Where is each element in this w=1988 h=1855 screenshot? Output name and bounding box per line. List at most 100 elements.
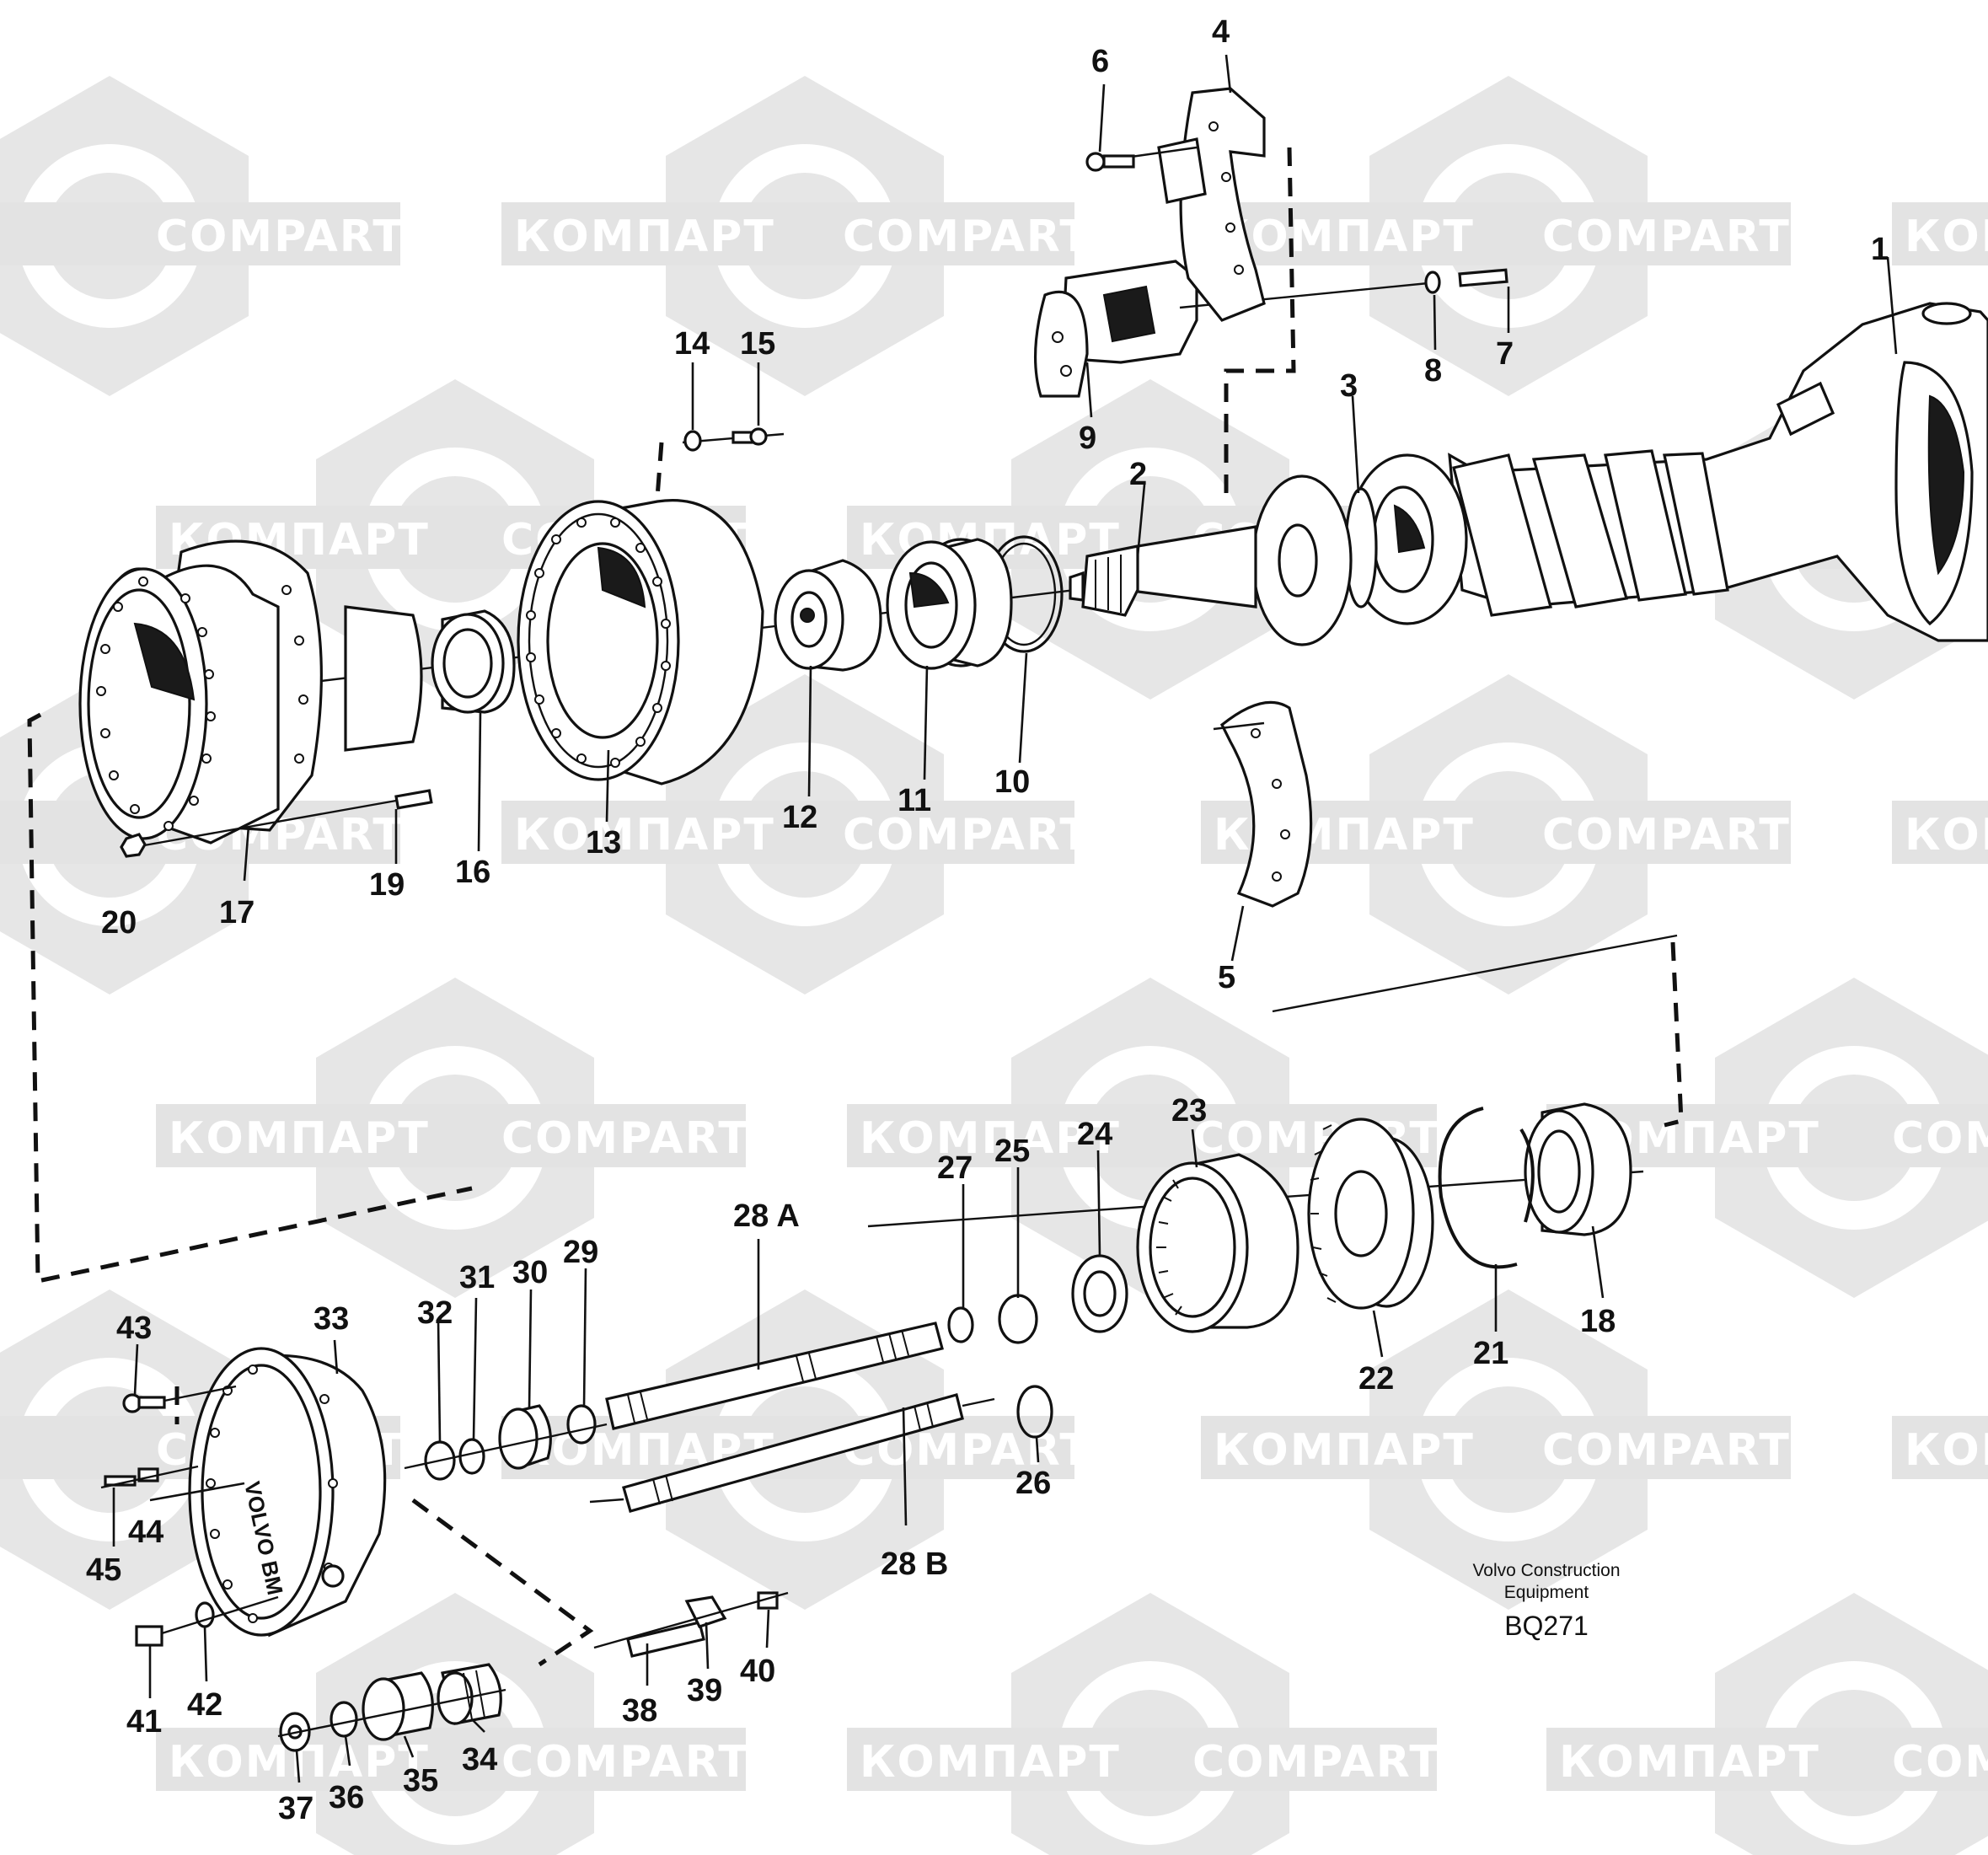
watermark-row-1: COMPART КОМПАРТ COMPART КОМПАРТ COMPART … (0, 202, 1988, 265)
shaft-part-28a (605, 1322, 944, 1430)
gear-hub-part-22 (1307, 1118, 1434, 1310)
lock-nut-part-24 (1071, 1254, 1128, 1333)
bearing-part-16 (431, 609, 516, 714)
bearing-part-12 (774, 559, 882, 672)
nut-part-20 (120, 833, 147, 858)
callout-39: 39 (687, 1673, 722, 1708)
assembly-dashed-lines (27, 147, 1684, 1667)
bracket-part-5 (1219, 700, 1313, 908)
watermark-text: КОМПАРТ (1905, 1425, 1988, 1476)
bolt-part-19 (394, 789, 433, 810)
watermark-text: COMPART (1192, 1737, 1441, 1788)
watermark-row-4: КОМПАРТ COMPART КОМПАРТ COMPART КОМПАРТ … (156, 1104, 1988, 1167)
washer-part-36 (330, 1701, 358, 1738)
callout-26: 26 (1015, 1466, 1051, 1501)
bolt-part-6 (1085, 152, 1106, 172)
callout-1: 1 (1871, 232, 1889, 267)
callout-20: 20 (101, 905, 137, 941)
lower-assembly: VOLVO BM (100, 934, 1678, 1752)
callout-23: 23 (1171, 1093, 1207, 1129)
credit-line-2: Equipment (1504, 1583, 1589, 1602)
cover-part-33: VOLVO BM (188, 1347, 387, 1638)
washer-part-14 (683, 430, 702, 452)
callout-36: 36 (329, 1780, 364, 1815)
circlip-part-25 (998, 1294, 1038, 1344)
wheel-hub-part-13 (517, 499, 764, 785)
washer-part-29 (566, 1404, 597, 1445)
callout-32: 32 (417, 1295, 453, 1331)
callout-35: 35 (403, 1763, 438, 1799)
needle-bearing-part-34 (437, 1663, 502, 1725)
callout-19: 19 (369, 867, 405, 903)
callout-10: 10 (994, 764, 1030, 800)
watermark-text: COMPART (1892, 1113, 1988, 1164)
snap-ring-part-21 (1438, 1107, 1535, 1269)
brake-caliper-part-9 (1033, 260, 1198, 398)
callout-21: 21 (1473, 1336, 1508, 1371)
watermark-text: КОМПАРТ (860, 1737, 1121, 1788)
callout-40: 40 (740, 1654, 775, 1689)
washer-part-8 (1424, 271, 1441, 294)
callout-25: 25 (994, 1134, 1030, 1169)
callout-3: 3 (1340, 368, 1358, 404)
watermark-text: КОМПАРТ (1559, 1737, 1820, 1788)
credit-line-1: Volvo Construction (1472, 1561, 1620, 1580)
watermark-text: COMPART (1892, 1737, 1988, 1788)
callout-37: 37 (278, 1791, 313, 1826)
callout-18: 18 (1580, 1304, 1616, 1339)
callout-30: 30 (512, 1255, 548, 1290)
watermark-text: КОМПАРТ (514, 810, 775, 860)
ring-gear-part-23 (1136, 1153, 1299, 1333)
bearing-part-11 (886, 538, 1013, 670)
callout-7: 7 (1496, 336, 1514, 372)
callout-9: 9 (1079, 421, 1096, 456)
watermark-text: COMPART (1542, 212, 1791, 262)
drawing-code: BQ271 (1504, 1611, 1589, 1641)
watermark-text: COMPART (843, 212, 1091, 262)
washer-part-42 (195, 1601, 215, 1628)
callout-28a: 28 A (733, 1198, 800, 1234)
circlip-part-26 (1016, 1385, 1053, 1439)
watermark-text: COMPART (1542, 1425, 1791, 1476)
bolt-part-41 (135, 1625, 163, 1647)
callout-31: 31 (459, 1260, 495, 1295)
bearing-part-18 (1524, 1102, 1632, 1236)
shaft-part-28b (589, 1393, 995, 1513)
watermark-row-3: COMPART КОМПАРТ COMPART КОМПАРТ COMPART … (0, 801, 1988, 864)
callout-11: 11 (898, 783, 931, 818)
callout-2: 2 (1129, 457, 1147, 492)
ring-part-27 (947, 1306, 974, 1343)
planet-housing-part-17 (78, 539, 423, 844)
callout-27: 27 (937, 1150, 973, 1186)
callout-33: 33 (313, 1301, 349, 1337)
callout-38: 38 (622, 1693, 657, 1729)
watermark-text: КОМПАРТ (169, 1113, 430, 1164)
callout-41: 41 (126, 1704, 162, 1740)
callout-28b: 28 B (881, 1547, 948, 1582)
upper-assembly (78, 87, 1988, 908)
callout-29: 29 (563, 1235, 598, 1270)
axle-housing-part-1 (1347, 302, 1988, 642)
callout-42: 42 (187, 1687, 222, 1723)
watermark-text: COMPART (501, 1737, 750, 1788)
watermark-text: COMPART (156, 212, 405, 262)
callout-6: 6 (1091, 44, 1109, 79)
watermark-text: COMPART (843, 810, 1091, 860)
callout-5: 5 (1218, 960, 1235, 995)
watermark-text: КОМПАРТ (1905, 810, 1988, 860)
callout-13: 13 (586, 825, 621, 860)
spindle-part-2 (1069, 474, 1353, 646)
watermark-text: КОМПАРТ (1214, 1425, 1475, 1476)
watermark-text: COMPART (1542, 810, 1791, 860)
callout-leaders (112, 54, 1898, 1783)
callout-12: 12 (782, 800, 817, 835)
callout-43: 43 (116, 1311, 152, 1346)
watermark-text: COMPART (501, 1113, 750, 1164)
watermark-text: КОМПАРТ (1905, 212, 1988, 262)
callout-8: 8 (1424, 353, 1442, 389)
callout-34: 34 (462, 1742, 497, 1777)
callout-labels: 1 2 3 4 5 6 7 8 9 10 11 12 13 14 15 16 1… (86, 14, 1889, 1826)
callout-17: 17 (219, 895, 255, 930)
watermark-text: КОМПАРТ (860, 1113, 1121, 1164)
gear-part-30 (498, 1404, 552, 1470)
